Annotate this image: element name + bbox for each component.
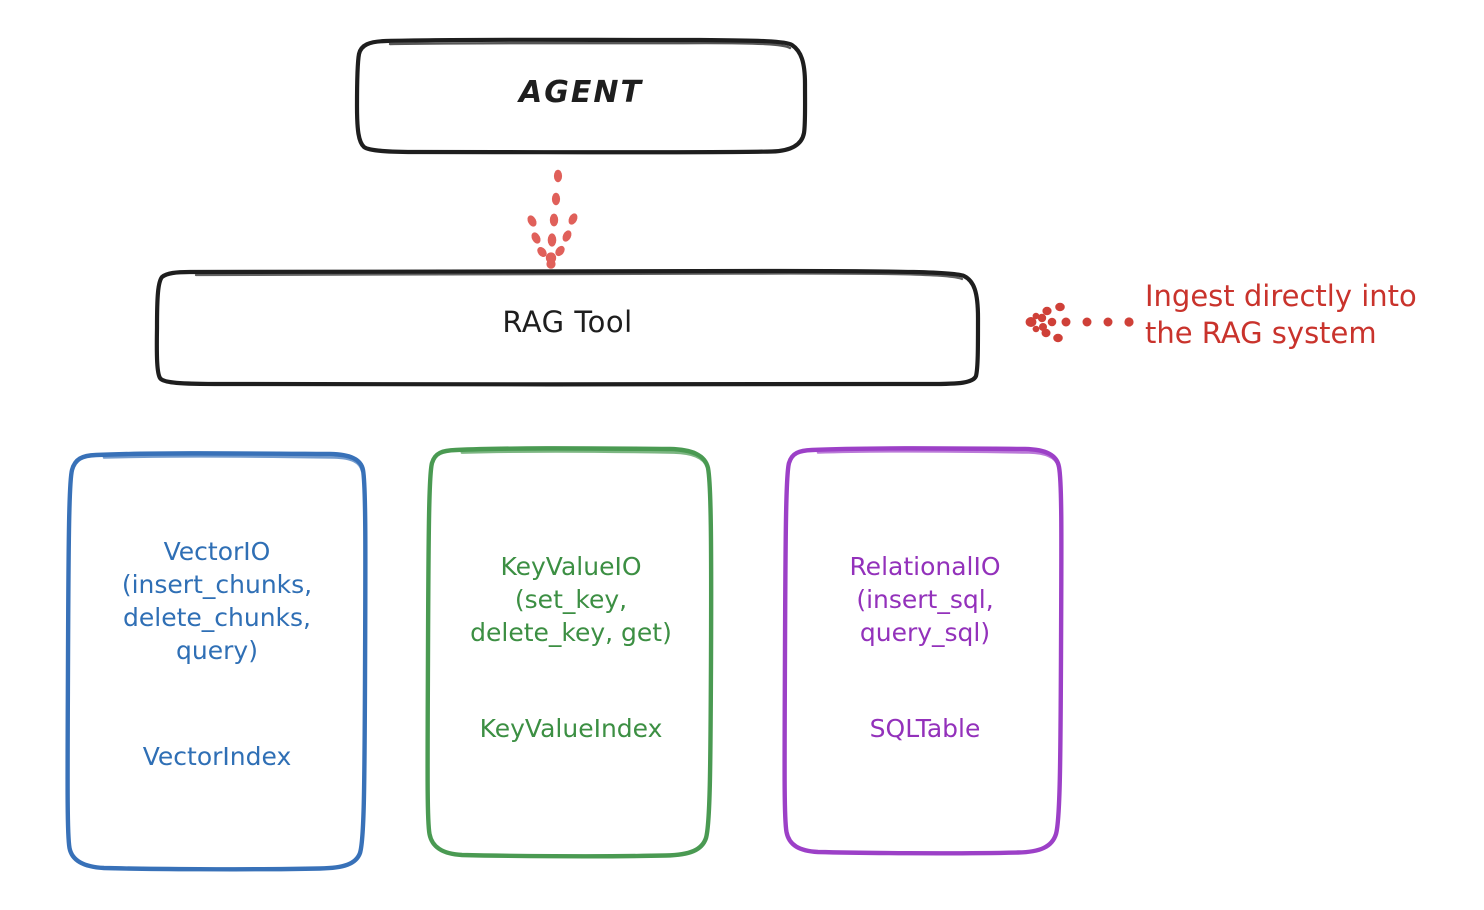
connector-agent-to-rag [527, 169, 578, 269]
node-agent[interactable] [354, 37, 808, 155]
node-rag-tool[interactable] [154, 268, 981, 387]
node-relational-io[interactable] [782, 446, 1064, 856]
node-vector-io[interactable] [65, 451, 368, 872]
node-key-value-io[interactable] [425, 446, 714, 859]
connector-ingest-arrow [1025, 302, 1134, 343]
